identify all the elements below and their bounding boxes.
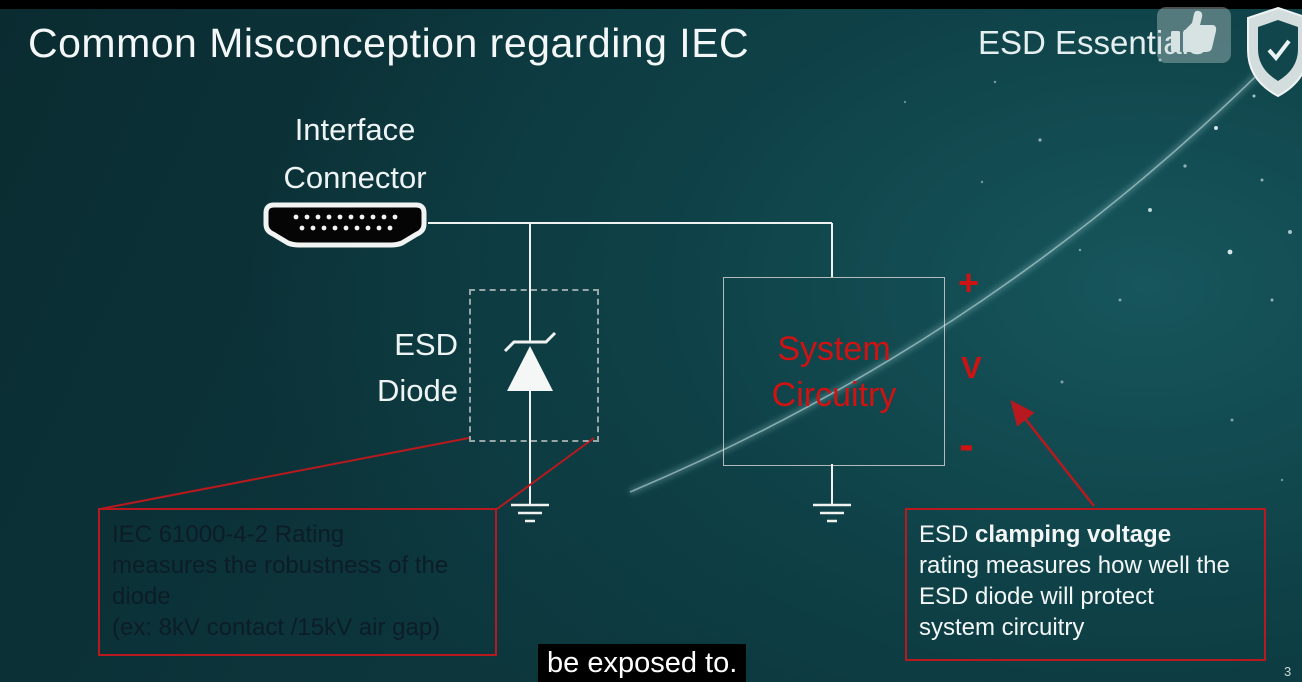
clamping-voltage-callout: ESD clamping voltage rating measures how… [905,508,1266,661]
shield-logo-icon [1242,4,1302,100]
esd-diode-label-line1: ESD [394,327,458,362]
iec-rating-callout: IEC 61000-4-2 Rating measures the robust… [98,508,497,656]
minus-sign: - [959,420,974,469]
callout-leader-lines [99,437,595,510]
clamping-line1-prefix: ESD [919,521,976,548]
iec-rating-line3: diode [112,583,171,610]
star-particles [903,58,1292,482]
signal-wires [428,222,833,505]
letterbox-top [0,0,1302,9]
clamping-line1: ESD clamping voltage [919,519,1252,550]
hdmi-connector-icon [262,202,428,248]
video-caption: be exposed to. [538,644,747,682]
clamping-arrow [1010,400,1095,507]
esd-diode-symbol [503,331,557,391]
system-circuitry-box: System Circuitry [723,277,945,466]
interface-connector-label: Interface Connector [245,106,465,202]
thumbs-up-icon[interactable] [1156,6,1232,64]
voltage-symbol: V [961,350,982,385]
plus-sign: + [958,262,980,303]
esd-diode-label: ESD Diode [340,322,458,414]
ground-symbol-diode [511,503,549,523]
ground-symbol-system [813,503,851,523]
clamping-line4: system circuitry [919,614,1085,641]
system-circuitry-line1: System [777,329,891,368]
iec-rating-line2: measures the robustness of the [112,552,449,579]
page-title: Common Misconception regarding IEC [28,20,750,66]
page-number: 3 [1284,664,1292,679]
clamping-line3: ESD diode will protect [919,583,1154,610]
brand-text: ESD Essentials [978,24,1206,61]
clamping-line1-bold: clamping voltage [975,521,1172,548]
iec-rating-line4: (ex: 8kV contact /15kV air gap) [112,614,441,641]
esd-diode-label-line2: Diode [377,373,458,408]
clamping-line2: rating measures how well the [919,552,1230,579]
interface-connector-label-line2: Connector [283,160,427,195]
esd-diode-dashed-box [469,289,599,442]
system-circuitry-line2: Circuitry [771,375,897,414]
interface-connector-label-line1: Interface [294,112,416,147]
iec-rating-line1: IEC 61000-4-2 Rating [112,521,345,548]
